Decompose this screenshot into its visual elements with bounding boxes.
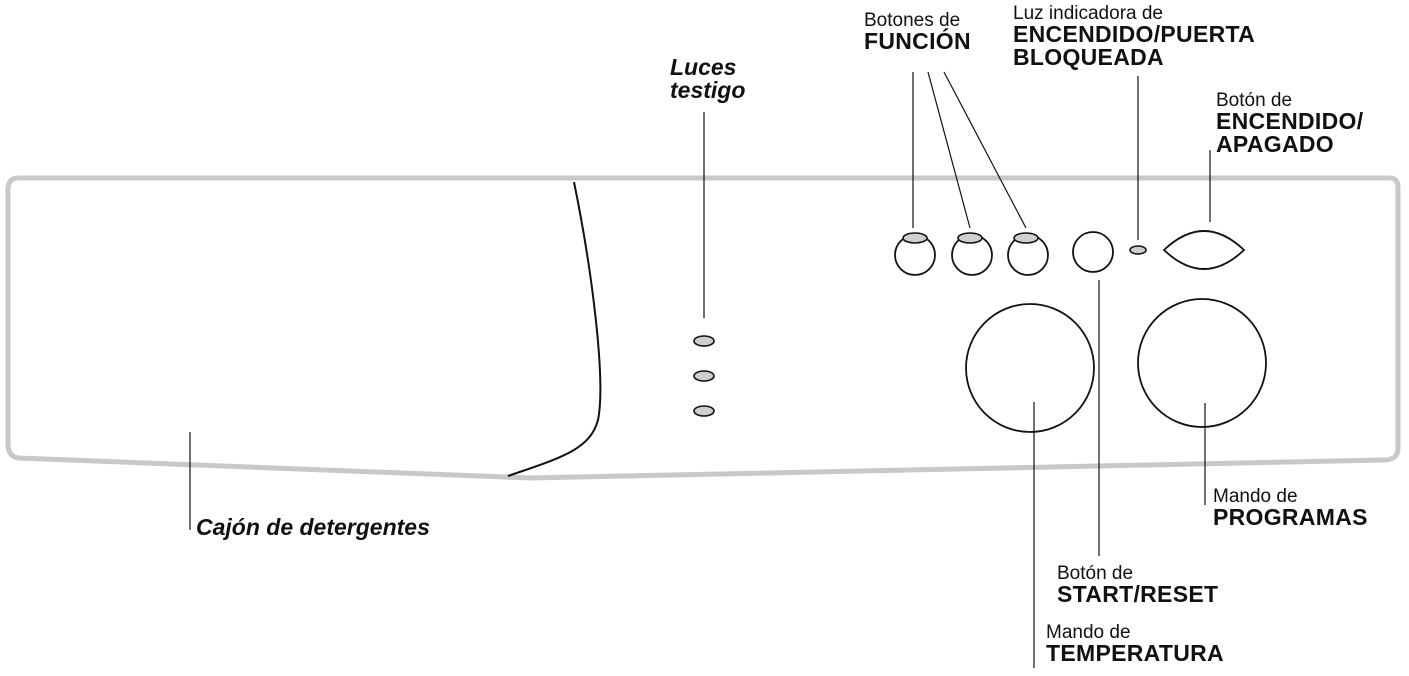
program-knob[interactable] bbox=[1137, 298, 1267, 428]
label-cajon-text: Cajón de detergentes bbox=[196, 514, 430, 540]
label-power-button-big1: ENCENDIDO/ bbox=[1216, 108, 1364, 134]
label-programas-small: Mando de bbox=[1213, 486, 1298, 507]
label-luces-line1: Luces bbox=[670, 54, 737, 80]
funcion-leader-3 bbox=[943, 71, 1027, 229]
label-funcion: Botones de FUNCIÓN bbox=[864, 11, 971, 53]
label-start-reset: Botón de START/RESET bbox=[1057, 564, 1218, 606]
label-temperatura-big: TEMPERATURA bbox=[1046, 640, 1224, 666]
funcion-leader-2 bbox=[927, 71, 971, 229]
label-power-light-big1: ENCENDIDO/PUERTA bbox=[1013, 21, 1256, 47]
indicator-light-2 bbox=[693, 370, 715, 382]
label-power-light-big2: BLOQUEADA bbox=[1013, 44, 1164, 70]
function-button-2[interactable] bbox=[951, 232, 993, 276]
indicator-light-1 bbox=[693, 335, 715, 347]
function-button-1[interactable] bbox=[894, 232, 936, 276]
detergent-drawer-edge bbox=[507, 181, 602, 477]
function-button-3[interactable] bbox=[1007, 232, 1049, 276]
indicator-light-3 bbox=[693, 405, 715, 417]
label-temperatura-small: Mando de bbox=[1046, 622, 1131, 643]
label-luces-line2: testigo bbox=[670, 77, 746, 103]
label-power-button-small: Botón de bbox=[1216, 90, 1293, 111]
label-cajon: Cajón de detergentes bbox=[196, 516, 430, 539]
temperature-knob[interactable] bbox=[965, 303, 1095, 433]
power-door-locked-light bbox=[1129, 245, 1147, 255]
control-panel-frame bbox=[5, 175, 1401, 481]
label-start-big: START/RESET bbox=[1057, 581, 1219, 607]
label-luces-testigo: Luces testigo bbox=[670, 56, 745, 102]
label-temperatura: Mando de TEMPERATURA bbox=[1046, 623, 1224, 665]
label-funcion-small: Botones de bbox=[864, 10, 961, 31]
start-reset-button[interactable] bbox=[1072, 231, 1114, 273]
label-power-light-small: Luz indicadora de bbox=[1013, 3, 1163, 24]
label-funcion-big: FUNCIÓN bbox=[864, 28, 971, 54]
power-on-off-button[interactable] bbox=[1162, 230, 1246, 270]
label-power-button-big2: APAGADO bbox=[1216, 131, 1334, 157]
label-programas: Mando de PROGRAMAS bbox=[1213, 487, 1368, 529]
label-power-button: Botón de ENCENDIDO/ APAGADO bbox=[1216, 91, 1363, 156]
label-start-small: Botón de bbox=[1057, 563, 1134, 584]
label-power-light: Luz indicadora de ENCENDIDO/PUERTA BLOQU… bbox=[1013, 4, 1255, 69]
label-programas-big: PROGRAMAS bbox=[1213, 504, 1368, 530]
